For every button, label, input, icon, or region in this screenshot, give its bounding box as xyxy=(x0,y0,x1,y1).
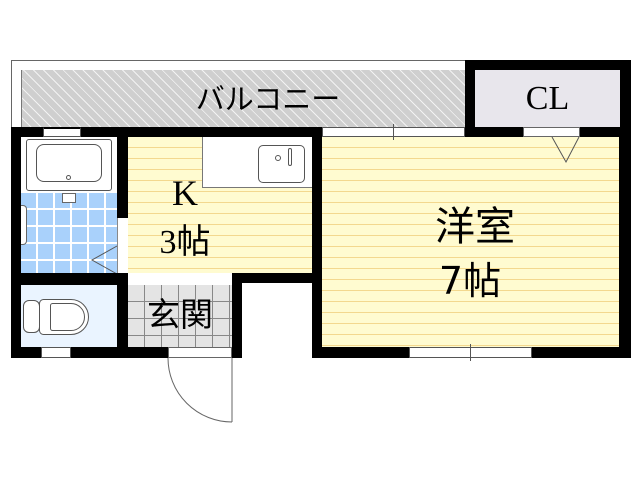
balcony xyxy=(21,70,465,127)
closet-door-swing-icon xyxy=(551,137,580,164)
bath-door-swing-icon xyxy=(90,245,118,275)
entrance-label: 玄関 xyxy=(147,295,213,334)
sink-faucet-icon xyxy=(288,148,292,166)
western-room-size: 7帖 xyxy=(438,259,502,303)
bath-toilet-wall xyxy=(11,273,128,285)
front-door[interactable] xyxy=(168,347,232,358)
window-divider xyxy=(393,124,394,140)
closet-door-opening xyxy=(523,127,580,137)
toilet-seat xyxy=(50,303,85,331)
bathroom-floor xyxy=(21,193,117,273)
bath-window xyxy=(43,127,81,137)
bath-faucet xyxy=(62,193,76,203)
top-wall xyxy=(11,127,322,137)
kitchen-label: K xyxy=(172,173,198,213)
toilet-tank xyxy=(23,300,40,333)
front-door-swing-icon xyxy=(167,357,233,423)
bath-shower xyxy=(21,205,27,245)
kitchen-bottom-wall xyxy=(232,273,312,283)
sink-drain-icon xyxy=(275,155,281,161)
bathtub-inner xyxy=(36,144,102,182)
bath-right-wall xyxy=(117,127,128,218)
western-room-floor xyxy=(322,137,619,347)
bathtub-drain-icon xyxy=(66,175,71,180)
toilet-window xyxy=(41,347,71,358)
kitchen-size: 3帖 xyxy=(159,224,211,261)
entrance-step xyxy=(128,273,232,285)
closet xyxy=(475,70,620,127)
entrance-right-wall xyxy=(232,273,242,358)
kitchen-sink-icon xyxy=(258,145,305,183)
bath-door[interactable] xyxy=(117,218,128,274)
bottom-wall-left xyxy=(11,347,168,358)
toilet-right-wall xyxy=(117,283,128,358)
western-room-label: 洋室 xyxy=(435,204,515,250)
window-divider xyxy=(470,344,471,361)
left-wall xyxy=(11,127,21,358)
entrance-floor xyxy=(128,285,232,347)
balcony-label: バルコニー xyxy=(195,82,341,116)
closet-label: CL xyxy=(525,80,570,117)
